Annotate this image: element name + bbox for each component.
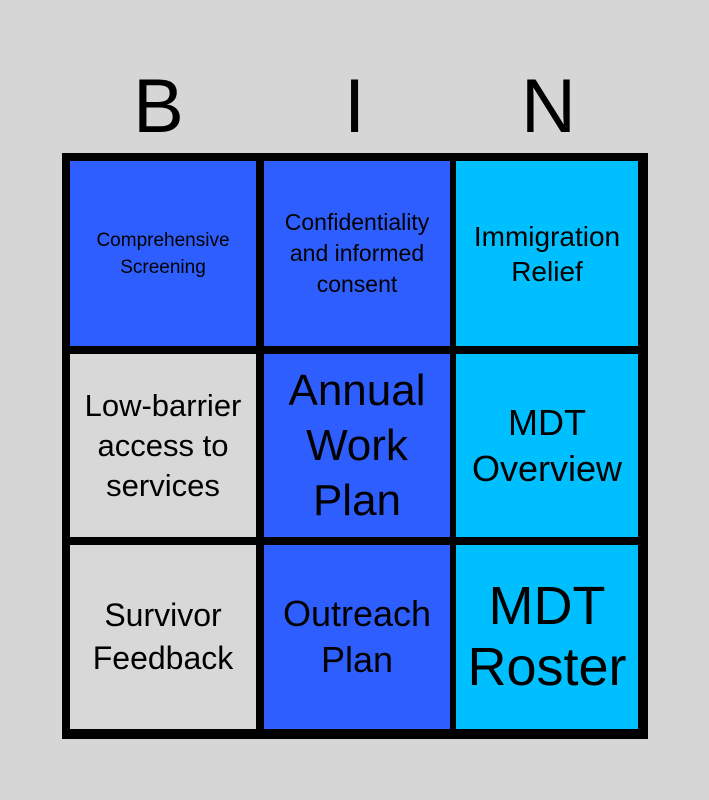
bingo-cell-label: Comprehensive Screening [96, 229, 230, 278]
bingo-cell-label: Immigration Relief [473, 220, 621, 287]
bingo-cell-r2c2[interactable]: MDT Roster [456, 545, 638, 729]
bingo-cell-label: Annual Work Plan [288, 366, 426, 525]
bingo-cell-r1c1[interactable]: Annual Work Plan [264, 354, 450, 537]
bingo-cell-r1c0[interactable]: Low-barrier access to services [70, 354, 256, 537]
bingo-cell-label: Survivor Feedback [92, 597, 234, 676]
bingo-cell-r0c1[interactable]: Confidentiality and informed consent [264, 161, 450, 346]
bingo-cell-r1c2[interactable]: MDT Overview [456, 354, 638, 537]
bingo-cell-r0c2[interactable]: Immigration Relief [456, 161, 638, 346]
bingo-board: Comprehensive Screening Confidentiality … [62, 153, 648, 739]
header-letter-i: I [343, 64, 366, 149]
bingo-cell-label: MDT Roster [467, 576, 627, 697]
header-letter-b: B [133, 64, 184, 149]
bingo-cell-r2c1[interactable]: Outreach Plan [264, 545, 450, 729]
bingo-cell-r0c0[interactable]: Comprehensive Screening [70, 161, 256, 346]
header-letter-n: N [521, 64, 576, 149]
bingo-cell-r2c0[interactable]: Survivor Feedback [70, 545, 256, 729]
bingo-cell-label: MDT Overview [471, 401, 623, 489]
bingo-cell-label: Outreach Plan [282, 593, 432, 680]
bingo-cell-label: Confidentiality and informed consent [284, 209, 430, 297]
bingo-cell-label: Low-barrier access to services [84, 387, 242, 503]
